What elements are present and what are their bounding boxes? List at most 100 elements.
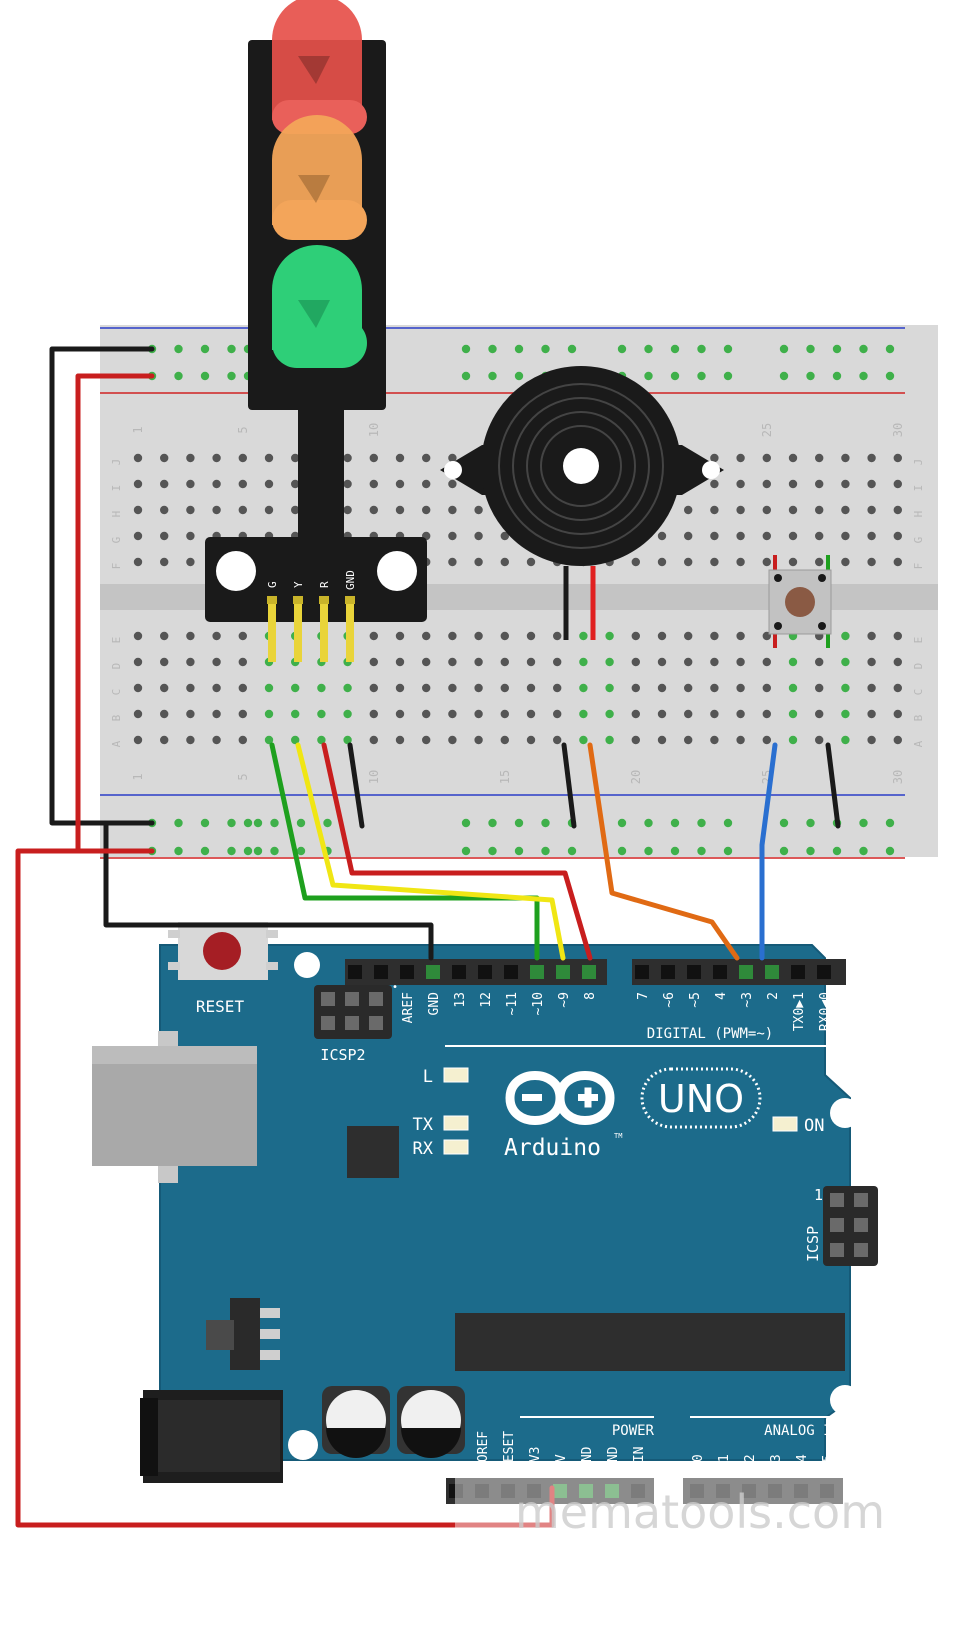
row-letter-left: G [110,537,123,544]
breadboard-hole [841,557,850,567]
power-header-pin[interactable] [475,1484,489,1498]
digital-header-pin[interactable] [791,965,805,979]
digital-header-pin[interactable] [713,965,727,979]
digital-header-pin[interactable] [452,965,466,979]
breadboard-hole [605,657,614,667]
breadboard-hole [893,683,902,693]
breadboard-hole [186,557,195,567]
breadboard-hole [893,631,902,641]
breadboard-hole [133,505,143,515]
breadboard-hole [893,557,902,567]
arduino-logo-icon [505,1071,615,1125]
digital-header-pin[interactable] [817,965,831,979]
breadboard-hole [395,657,405,667]
rail-hole [723,344,733,354]
analog-header-pin[interactable] [690,1484,704,1498]
breadboard-hole [762,557,771,567]
breadboard-hole [317,735,326,745]
rail-hole [644,344,653,354]
rail-hole [514,818,524,828]
digital-pin-label: 8 [583,992,598,1000]
power-header-pin[interactable] [449,1484,463,1498]
breadboard-hole [422,683,431,693]
digital-header-pin[interactable] [765,965,779,979]
power-header-pin[interactable] [501,1484,515,1498]
digital-header-pin[interactable] [687,965,701,979]
digital-header-pin[interactable] [374,965,388,979]
breadboard-hole [343,505,352,515]
digital-header-pin[interactable] [556,965,570,979]
breadboard-hole [500,531,509,541]
breadboard-hole [369,505,378,515]
breadboard-hole [133,735,143,745]
digital-pin-label: 4 [714,992,729,1000]
breadboard-hole [160,505,169,515]
rail-hole [697,818,706,828]
digital-header-pin[interactable] [661,965,675,979]
reset-button[interactable] [168,922,278,980]
breadboard-hole [264,479,274,489]
breadboard-hole [553,735,562,745]
breadboard-hole [815,505,824,515]
digital-header-pin[interactable] [530,965,544,979]
breadboard-hole [422,735,431,745]
column-number-top: 25 [760,423,774,437]
row-letter-right: G [912,537,925,544]
analog-header-pin[interactable] [820,1484,834,1498]
digital-header-pin[interactable] [582,965,596,979]
icsp2-pin [369,1016,383,1030]
breadboard-hole [553,631,562,641]
power-header-pin[interactable] [527,1484,541,1498]
digital-pin-label: AREF [401,992,416,1023]
rail-hole [200,371,210,381]
led-rx-label: RX [413,1139,434,1159]
power-header-pin[interactable] [553,1484,567,1498]
rail-hole [859,818,868,828]
traffic-light-pin [320,600,328,662]
power-header-pin[interactable] [605,1484,619,1498]
breadboard-hole [160,631,169,641]
rail-hole [859,846,868,856]
digital-header-pin[interactable] [426,965,440,979]
analog-header-pin[interactable] [742,1484,756,1498]
digital-header-pin[interactable] [739,965,753,979]
atmega-dip-socket [455,1313,845,1371]
digital-header-pin[interactable] [400,965,414,979]
icsp-pin [830,1218,844,1232]
analog-header-pin[interactable] [768,1484,782,1498]
power-title: POWER [612,1423,655,1439]
digital-header-pin[interactable] [504,965,518,979]
rail-hole [174,371,183,381]
breadboard-hole [841,657,850,667]
breadboard-hole [867,735,876,745]
digital-pin-label: ~5 [688,992,703,1008]
rail-hole [859,371,868,381]
analog-header-pin[interactable] [716,1484,730,1498]
wire-orange-buzzer [587,742,740,961]
wire-yellow-y [295,742,566,961]
breadboard-hole [710,557,719,567]
breadboard-hole [526,657,536,667]
rail-hole [779,344,789,354]
breadboard-hole [526,631,536,641]
breadboard-hole [343,735,352,745]
breadboard-hole [186,735,195,745]
digital-header-pin[interactable] [635,965,649,979]
breadboard-hole [684,735,693,745]
digital-header-pin[interactable] [478,965,492,979]
breadboard-hole [133,709,143,719]
power-header-pin[interactable] [579,1484,593,1498]
wire-black-gnd [103,820,434,961]
breadboard-hole [238,735,247,745]
breadboard-hole [605,709,614,719]
breadboard-hole [631,709,640,719]
icsp-pin [854,1193,868,1207]
breadboard-hole [788,657,798,667]
rail-hole [514,344,524,354]
push-button[interactable] [768,555,832,648]
digital-header-pin[interactable] [348,965,362,979]
breadboard-hole [212,735,221,745]
rail-hole [644,818,653,828]
analog-header-pin[interactable] [794,1484,808,1498]
power-header-pin[interactable] [631,1484,645,1498]
